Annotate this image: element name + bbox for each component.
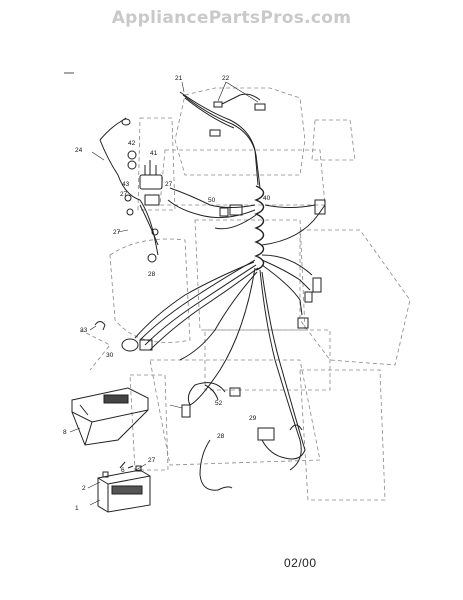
site-watermark: AppliancePartsPros.com bbox=[111, 8, 352, 28]
callout-22: 22 bbox=[222, 75, 230, 82]
callout-42: 42 bbox=[128, 140, 136, 147]
callout-24: 24 bbox=[75, 147, 83, 154]
callout-30: 30 bbox=[106, 352, 114, 359]
callout-27c: 27 bbox=[113, 229, 121, 236]
callout-21: 21 bbox=[175, 75, 183, 82]
right-components bbox=[219, 199, 326, 329]
callout-33: 33 bbox=[80, 327, 88, 334]
callout-41: 41 bbox=[150, 150, 158, 157]
wire-24 bbox=[99, 139, 159, 256]
callout-1: 1 bbox=[75, 505, 79, 512]
callout-27a: 27 bbox=[120, 191, 128, 198]
revision-date: 02/00 bbox=[284, 556, 317, 570]
callout-29: 29 bbox=[249, 415, 257, 422]
wire-harness bbox=[134, 91, 326, 471]
battery bbox=[97, 461, 151, 513]
wire-28 bbox=[199, 439, 233, 491]
callout-40: 40 bbox=[263, 195, 271, 202]
callout-8: 8 bbox=[63, 429, 67, 436]
callout-43: 43 bbox=[122, 181, 130, 188]
callout-6: 6 bbox=[121, 467, 125, 474]
battery-tray bbox=[71, 387, 149, 446]
callout-28-top: 28 bbox=[148, 271, 156, 278]
callout-28: 28 bbox=[217, 433, 225, 440]
front-connectors bbox=[94, 321, 153, 352]
leader-lines bbox=[69, 81, 259, 506]
chassis-outline bbox=[79, 87, 411, 501]
switch-29 bbox=[257, 424, 306, 460]
callout-27b: 27 bbox=[165, 181, 173, 188]
callout-27d: 27 bbox=[148, 457, 156, 464]
callout-50: 50 bbox=[208, 197, 216, 204]
center-connectors bbox=[181, 382, 241, 418]
rear-connectors bbox=[209, 93, 266, 137]
callout-labels: 21 22 24 42 41 43 27 27 27 28 50 40 33 3… bbox=[63, 75, 271, 512]
callout-52: 52 bbox=[215, 400, 223, 407]
ignition-switch-assembly bbox=[124, 150, 163, 263]
callout-2: 2 bbox=[82, 485, 86, 492]
